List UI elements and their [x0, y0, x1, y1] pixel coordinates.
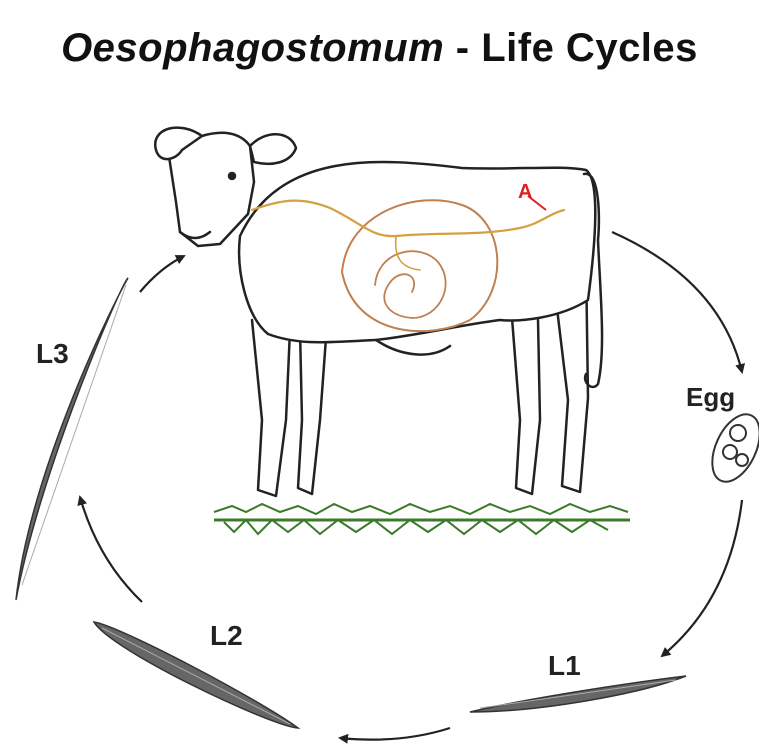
arrow-cow-to-egg: [612, 232, 742, 372]
calf-illustration: [155, 128, 602, 496]
l1-label: L1: [548, 650, 581, 682]
egg-label: Egg: [686, 382, 735, 413]
arrow-egg-to-l1: [662, 500, 742, 656]
l3-label: L3: [36, 338, 69, 370]
grass: [214, 504, 630, 534]
egg-icon: [703, 407, 759, 489]
anus-label: A: [518, 181, 532, 203]
arrow-l2-to-l3: [80, 497, 142, 602]
larva-l2: [94, 622, 298, 728]
l2-label: L2: [210, 620, 243, 652]
larva-l3: [16, 278, 128, 600]
arrow-l1-to-l2: [340, 728, 450, 740]
arrow-l3-to-cow: [140, 256, 184, 292]
